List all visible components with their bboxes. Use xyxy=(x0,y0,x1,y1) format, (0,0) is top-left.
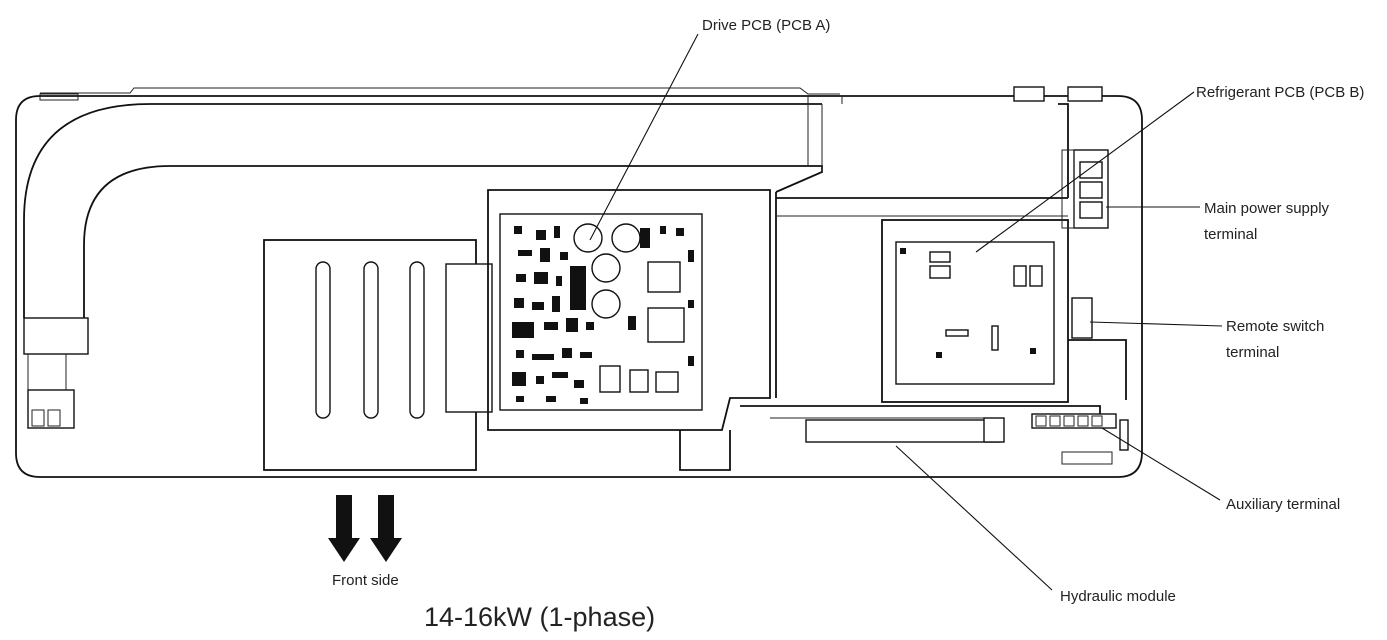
label-auxiliary-terminal: Auxiliary terminal xyxy=(1226,496,1340,513)
label-remote-switch-line2: terminal xyxy=(1226,344,1279,361)
label-main-power-line2: terminal xyxy=(1204,226,1257,243)
label-hydraulic-module: Hydraulic module xyxy=(1060,588,1176,605)
label-remote-switch-line1: Remote switch xyxy=(1226,318,1324,335)
label-refrigerant-pcb: Refrigerant PCB (PCB B) xyxy=(1196,84,1364,101)
label-front-side: Front side xyxy=(332,572,399,589)
main-power-terminal-block xyxy=(1061,149,1109,229)
drive-pcb-components xyxy=(512,223,694,404)
front-arrow-right xyxy=(370,495,402,562)
pipe-duct xyxy=(23,96,823,318)
left-connector xyxy=(23,317,89,429)
label-drive-pcb: Drive PCB (PCB A) xyxy=(702,17,830,34)
outer-housing xyxy=(15,86,1143,478)
front-side-arrows xyxy=(328,495,402,562)
leader-lines xyxy=(589,33,1223,591)
heat-sink xyxy=(263,239,493,471)
remote-switch-terminal-block xyxy=(1068,297,1127,400)
front-arrow-left xyxy=(328,495,360,562)
lower-tray xyxy=(679,405,1129,471)
label-main-power-line1: Main power supply xyxy=(1204,200,1330,217)
diagram-caption: 14-16kW (1-phase) xyxy=(424,602,655,632)
right-compartment xyxy=(775,96,1069,403)
